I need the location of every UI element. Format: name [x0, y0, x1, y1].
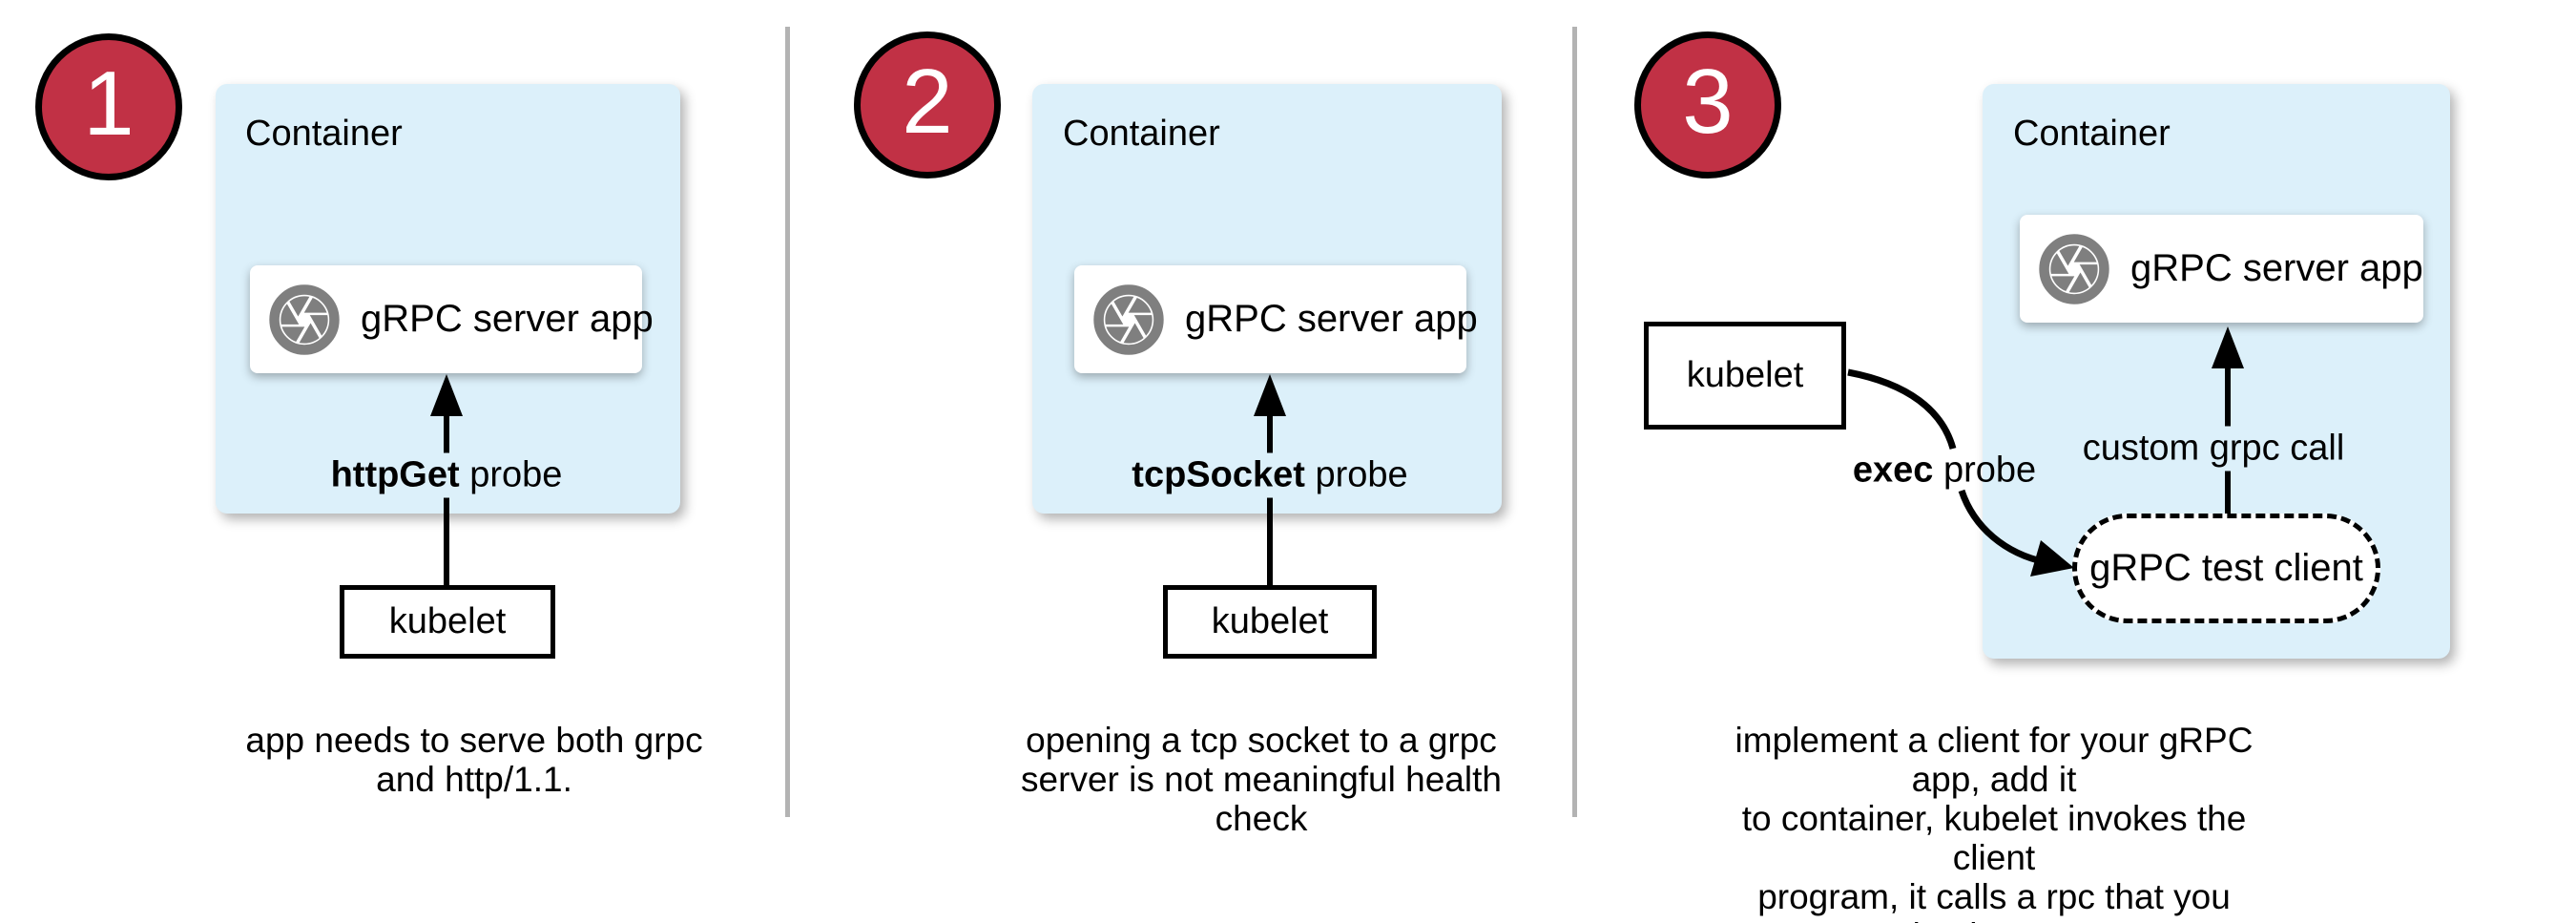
httpget-probe-label: httpGet probe — [322, 452, 571, 498]
step-badge-1: 1 — [35, 33, 182, 180]
grpc-server-app-label: gRPC server app — [1185, 298, 1478, 340]
grpc-test-client-label: gRPC test client — [2089, 547, 2363, 589]
grpc-test-client-node: gRPC test client — [2072, 514, 2380, 623]
tcpsocket-probe-label: tcpSocket probe — [1124, 452, 1416, 498]
container-label: Container — [2013, 114, 2171, 154]
aperture-icon — [269, 283, 340, 355]
kubelet-label: kubelet — [1211, 601, 1329, 641]
kubelet-label: kubelet — [388, 601, 507, 641]
aperture-icon — [2039, 233, 2109, 304]
exec-probe-label: exec probe — [1852, 450, 2037, 491]
step-badge-3: 3 — [1634, 31, 1781, 178]
step-number: 2 — [902, 51, 953, 153]
panel-divider-2 — [1572, 27, 1577, 817]
kubelet-box: kubelet — [1644, 322, 1846, 430]
kubelet-label: kubelet — [1686, 355, 1804, 395]
grpc-server-app-card: gRPC server app — [250, 265, 654, 373]
panel-caption: opening a tcp socket to a grpc server is… — [1021, 721, 1502, 838]
step-number: 3 — [1682, 51, 1734, 153]
container-label: Container — [1063, 114, 1220, 154]
container-label: Container — [245, 114, 403, 154]
grpc-server-app-label: gRPC server app — [361, 298, 654, 340]
panel-caption: implement a client for your gRPC app, ad… — [1735, 721, 2254, 923]
aperture-icon — [1093, 283, 1164, 355]
panel-divider-1 — [785, 27, 790, 817]
kubelet-box: kubelet — [340, 585, 555, 659]
grpc-server-app-label: gRPC server app — [2130, 247, 2423, 289]
grpc-server-app-card: gRPC server app — [2020, 215, 2423, 323]
step-badge-2: 2 — [854, 31, 1001, 178]
step-number: 1 — [83, 52, 135, 155]
kubelet-box: kubelet — [1163, 585, 1377, 659]
custom-grpc-call-label: custom grpc call — [2074, 426, 2353, 472]
panel-caption: app needs to serve both grpc and http/1.… — [245, 721, 703, 799]
grpc-server-app-card: gRPC server app — [1074, 265, 1478, 373]
